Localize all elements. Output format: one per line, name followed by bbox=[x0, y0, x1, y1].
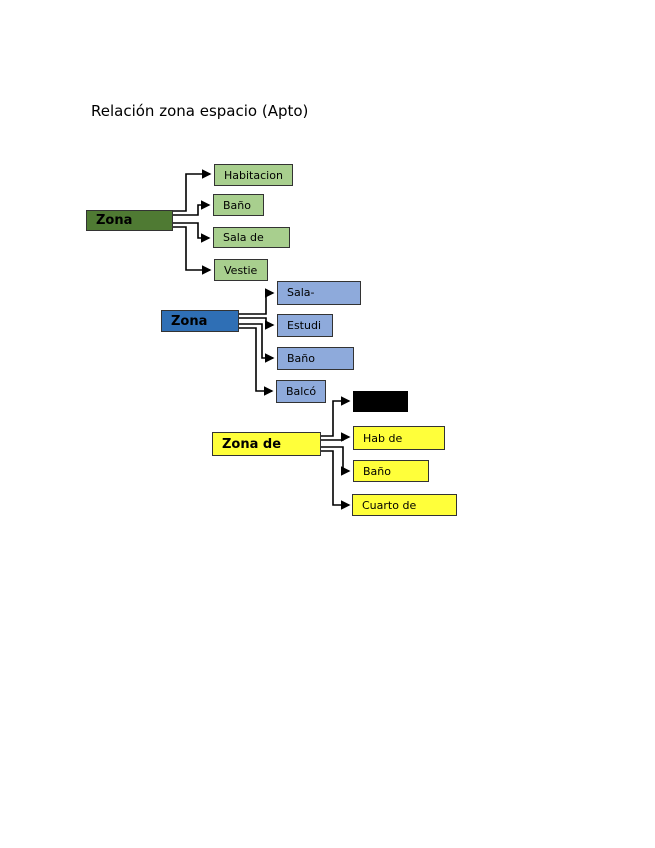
connector-3-1 bbox=[321, 396, 351, 437]
group-2-connectors bbox=[239, 288, 275, 396]
connector-1-4 bbox=[173, 226, 212, 275]
zone-box-green: Zona bbox=[86, 210, 173, 231]
space-box-yellow-3: Baño bbox=[353, 460, 429, 482]
connector-3-4 bbox=[321, 450, 351, 510]
space-box-yellow-2: Hab de bbox=[353, 426, 445, 450]
space-box-yellow-4: Cuarto de bbox=[352, 494, 457, 516]
connector-3-3 bbox=[321, 446, 351, 476]
connector-3-2 bbox=[321, 432, 351, 442]
connector-2-1 bbox=[239, 288, 275, 315]
space-box-blue-4: Balcó bbox=[276, 380, 326, 403]
zone-box-blue: Zona bbox=[161, 310, 239, 332]
connector-1-3 bbox=[173, 222, 211, 243]
group-3-connectors bbox=[321, 396, 351, 510]
space-box-green-3: Sala de bbox=[213, 227, 290, 248]
diagram-title: Relación zona espacio (Apto) bbox=[91, 102, 309, 120]
zone-box-yellow: Zona de bbox=[212, 432, 321, 456]
connector-2-3 bbox=[239, 323, 275, 363]
connector-1-2 bbox=[173, 200, 211, 216]
connector-2-2 bbox=[239, 317, 275, 330]
connector-2-4 bbox=[239, 327, 274, 396]
space-box-black bbox=[353, 391, 408, 412]
space-box-green-4: Vestie bbox=[214, 259, 268, 281]
connector-1-1 bbox=[173, 169, 212, 212]
space-box-blue-2: Estudi bbox=[277, 314, 333, 337]
space-box-blue-1: Sala- bbox=[277, 281, 361, 305]
group-1-connectors bbox=[173, 169, 212, 275]
space-box-green-2: Baño bbox=[213, 194, 264, 216]
space-box-green-1: Habitacion bbox=[214, 164, 293, 186]
space-box-blue-3: Baño bbox=[277, 347, 354, 370]
